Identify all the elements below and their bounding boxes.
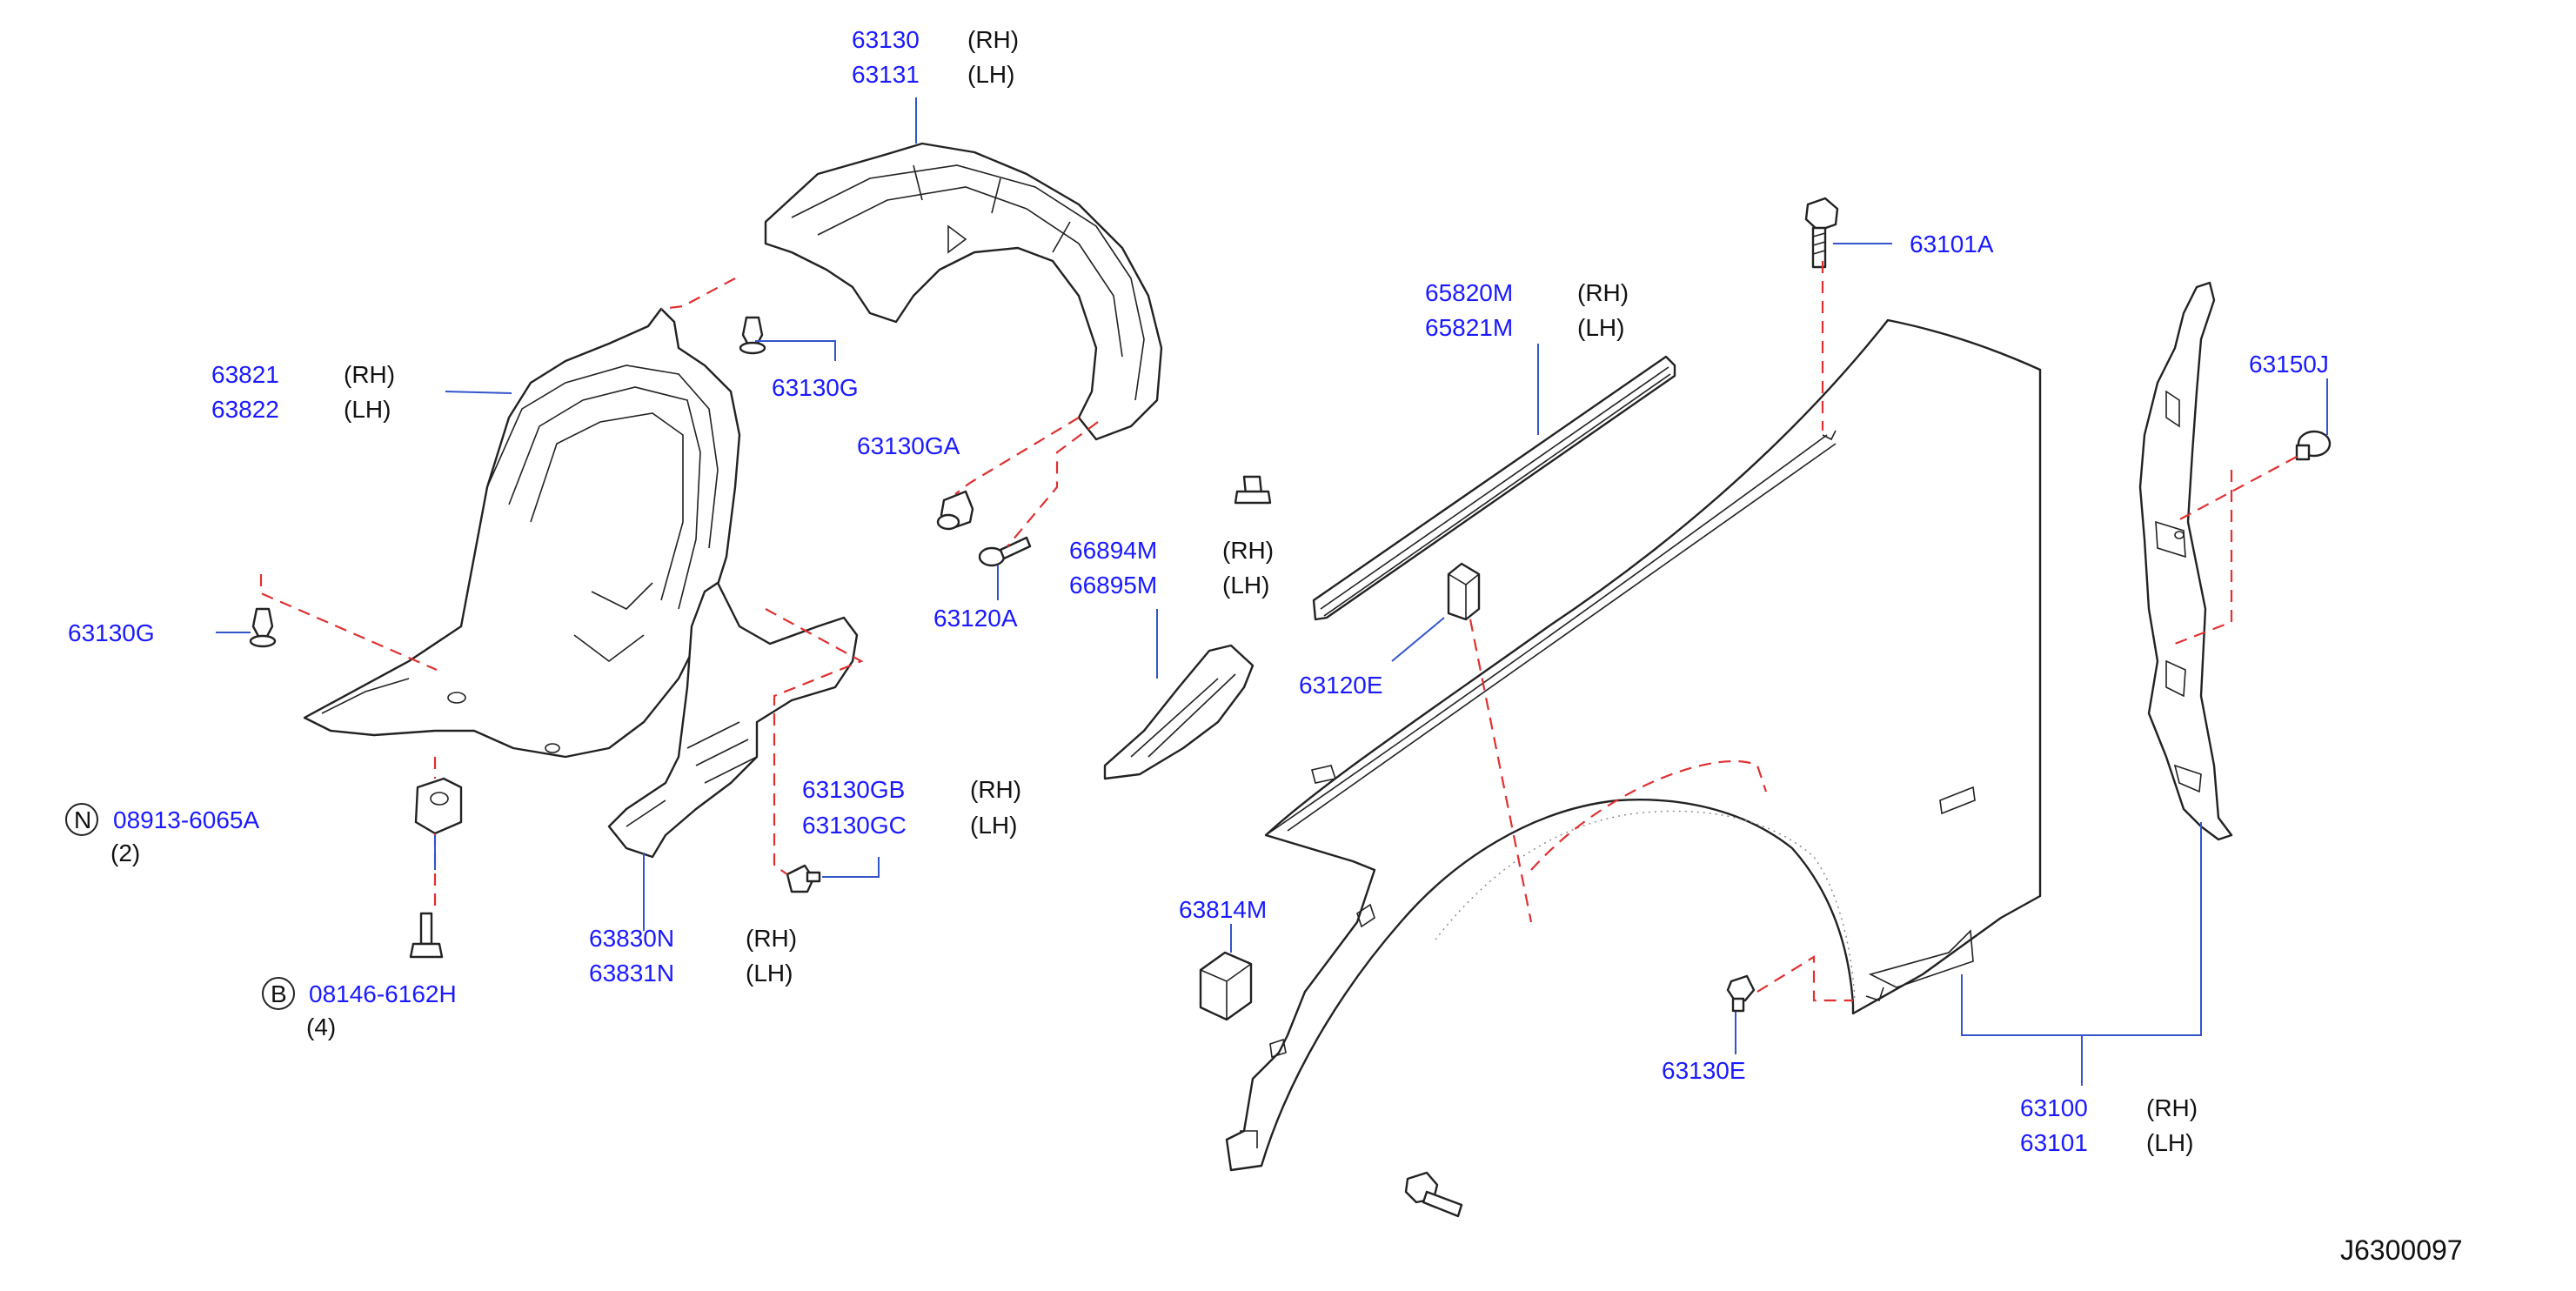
part-number-63130gc: 63130GC [802, 812, 907, 839]
side-rh: (RH) [1222, 537, 1274, 564]
part-number-63150j: 63150J [2249, 351, 2329, 378]
part-number-08146-6162h: 08146-6162H [309, 980, 457, 1007]
b-symbol-circle [262, 977, 295, 1010]
n-symbol-circle [65, 803, 98, 836]
side-rh: (RH) [967, 26, 1019, 53]
side-lh: (LH) [2146, 1129, 2193, 1156]
fender-seal-part[interactable] [1447, 562, 1481, 621]
label-63100: 63100 (RH) 63101 (LH) [2020, 1094, 2198, 1156]
part-number-63130g-left: 63130G [68, 619, 155, 646]
part-number-65820m: 65820M [1425, 279, 1513, 306]
front-fender-liner-lower-part[interactable] [303, 307, 741, 759]
part-number-63831n: 63831N [589, 960, 674, 987]
side-rh: (RH) [970, 776, 1021, 803]
part-number-63130e: 63130E [1662, 1057, 1746, 1084]
part-number-65821m: 65821M [1425, 314, 1513, 341]
prefix-n: N [74, 806, 91, 833]
label-66894m: 66894M (RH) 66895M (LH) [1069, 537, 1274, 599]
side-lh: (LH) [970, 812, 1017, 839]
clip-63130gb-part[interactable] [786, 864, 821, 893]
diagram-reference-id: J6300097 [2340, 1234, 2463, 1266]
clip-63130g-upper-part[interactable] [739, 316, 766, 355]
front-fender-liner-upper-part[interactable] [764, 142, 1163, 441]
front-fender-part[interactable] [1225, 318, 2042, 1172]
side-rh: (RH) [1577, 279, 1629, 306]
drip-molding-part[interactable] [1312, 355, 1676, 621]
clip-63130e-part[interactable] [1726, 974, 1756, 1013]
side-lh: (LH) [967, 61, 1014, 88]
fender-protector-part[interactable] [1103, 644, 1255, 780]
clip-63130g-left-part[interactable] [249, 607, 277, 648]
part-number-63821: 63821 [211, 361, 279, 388]
part-number-63130: 63130 [852, 26, 920, 53]
bolt-08146-part[interactable] [409, 912, 444, 959]
side-rh: (RH) [344, 361, 395, 388]
label-08146: B 08146-6162H (4) [262, 977, 457, 1040]
nut-08913-part[interactable] [414, 777, 463, 835]
bolt-fender-front-part[interactable] [1404, 1171, 1463, 1218]
insulator-block-part[interactable] [1199, 951, 1253, 1021]
label-08913: N 08913-6065A (2) [65, 803, 259, 866]
side-lh: (LH) [1222, 572, 1269, 599]
part-number-63101: 63101 [2020, 1129, 2088, 1156]
part-number-63120e: 63120E [1299, 672, 1383, 699]
side-rh: (RH) [2146, 1094, 2198, 1121]
part-number-63130gb: 63130GB [802, 776, 905, 803]
label-65820m: 65820M (RH) 65821M (LH) [1425, 279, 1629, 341]
screw-63120a-part[interactable] [978, 536, 1032, 567]
leader-lines [216, 97, 2328, 1086]
clip-63130ga-part[interactable] [936, 490, 974, 531]
label-63830n: 63830N (RH) 63831N (LH) [589, 925, 797, 987]
part-number-63814m: 63814M [1179, 896, 1267, 923]
quantity: (4) [306, 1013, 336, 1040]
side-rh: (RH) [746, 925, 797, 952]
part-number-63120a: 63120A [933, 605, 1018, 632]
part-number-66895m: 66895M [1069, 572, 1157, 599]
clip-63150j-part[interactable] [2295, 430, 2332, 461]
part-number-63822: 63822 [211, 396, 279, 423]
part-number-63130g-upper: 63130G [772, 374, 859, 401]
label-63130: 63130 (RH) 63131 (LH) [852, 26, 1019, 88]
fender-rear-bracket-part[interactable] [2138, 281, 2233, 841]
side-lh: (LH) [344, 396, 391, 423]
part-number-63830n: 63830N [589, 925, 674, 952]
part-number-63130ga: 63130GA [857, 432, 960, 459]
prefix-b: B [271, 980, 287, 1007]
part-number-66894m: 66894M [1069, 537, 1157, 564]
label-63130gb: 63130GB (RH) 63130GC (LH) [802, 776, 1021, 839]
quantity: (2) [110, 839, 140, 866]
hidden-lines [259, 261, 2298, 1002]
bolt-63101a-part[interactable] [1804, 197, 1839, 269]
splash-shield-part[interactable] [607, 581, 859, 859]
part-number-08913-6065a: 08913-6065A [113, 806, 259, 833]
part-number-63100: 63100 [2020, 1094, 2088, 1121]
bolt-protector-part[interactable] [1234, 475, 1272, 505]
label-63821: 63821 (RH) 63822 (LH) [211, 361, 395, 423]
side-lh: (LH) [746, 960, 793, 987]
part-number-63131: 63131 [852, 61, 920, 88]
side-lh: (LH) [1577, 314, 1624, 341]
part-number-63101a: 63101A [1910, 231, 1994, 258]
